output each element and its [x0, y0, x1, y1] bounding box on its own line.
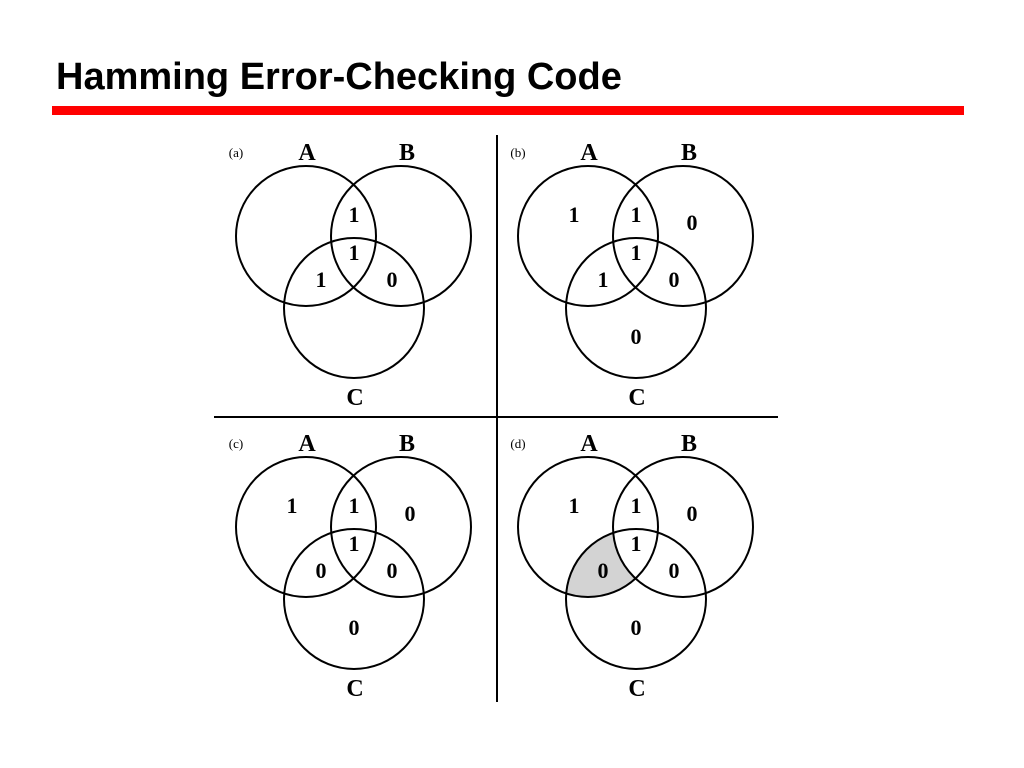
set-label-b: B — [681, 431, 697, 457]
circle-b — [330, 165, 472, 307]
bit-bc: 0 — [387, 558, 398, 583]
bit-c-only: 0 — [349, 615, 360, 640]
set-label-c: C — [346, 676, 363, 702]
set-label-b: B — [399, 431, 415, 457]
panel-label: (d) — [510, 436, 525, 451]
circle-a — [517, 456, 659, 598]
bit-abc: 1 — [349, 240, 360, 265]
set-label-b: B — [399, 140, 415, 166]
bit-b-only: 0 — [405, 501, 416, 526]
circle-a — [235, 165, 377, 307]
bit-b-only: 0 — [687, 210, 698, 235]
circle-b — [612, 456, 754, 598]
bit-bc: 0 — [669, 267, 680, 292]
set-label-c: C — [628, 385, 645, 411]
bit-ac: 0 — [598, 558, 609, 583]
bit-ac: 1 — [598, 267, 609, 292]
bit-bc: 0 — [387, 267, 398, 292]
circle-a — [235, 456, 377, 598]
set-label-b: B — [681, 140, 697, 166]
panel-label: (a) — [229, 145, 243, 160]
bit-bc: 0 — [669, 558, 680, 583]
bit-a-only: 1 — [287, 493, 298, 518]
bit-abc: 1 — [631, 531, 642, 556]
bit-abc: 1 — [631, 240, 642, 265]
bit-ab: 1 — [631, 493, 642, 518]
bit-ac: 0 — [316, 558, 327, 583]
bit-ac: 1 — [316, 267, 327, 292]
bit-ab: 1 — [631, 202, 642, 227]
circle-a — [517, 165, 659, 307]
set-label-c: C — [346, 385, 363, 411]
set-label-a: A — [580, 431, 598, 457]
circle-c — [283, 528, 425, 670]
set-label-a: A — [298, 431, 316, 457]
bit-a-only: 1 — [569, 202, 580, 227]
title-underline — [52, 106, 964, 115]
circle-c — [565, 528, 707, 670]
bit-c-only: 0 — [631, 615, 642, 640]
circle-b — [330, 456, 472, 598]
set-label-a: A — [580, 140, 598, 166]
highlighted-error-region — [566, 529, 658, 597]
slide-title: Hamming Error-Checking Code — [56, 56, 622, 98]
bit-ab: 1 — [349, 493, 360, 518]
bit-b-only: 0 — [687, 501, 698, 526]
bit-abc: 1 — [349, 531, 360, 556]
panel-label: (c) — [229, 436, 243, 451]
bit-c-only: 0 — [631, 324, 642, 349]
bit-ab: 1 — [349, 202, 360, 227]
panel-label: (b) — [510, 145, 525, 160]
circle-b — [612, 165, 754, 307]
set-label-a: A — [298, 140, 316, 166]
circle-c — [565, 237, 707, 379]
bit-a-only: 1 — [569, 493, 580, 518]
set-label-c: C — [628, 676, 645, 702]
circle-c — [283, 237, 425, 379]
